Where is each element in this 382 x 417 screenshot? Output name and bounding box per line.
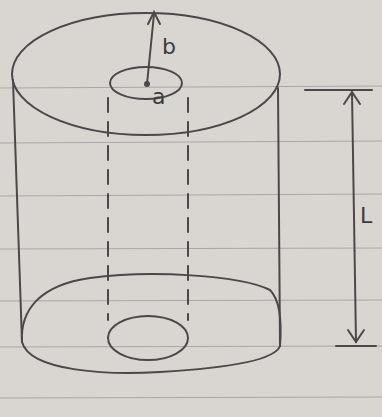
radius-label: a: [152, 86, 165, 108]
length-dimension: [305, 90, 376, 346]
cylinder: [12, 12, 281, 373]
length-label: L: [360, 205, 372, 227]
paper-rules: [0, 86, 382, 398]
radius-label: b: [162, 36, 176, 58]
